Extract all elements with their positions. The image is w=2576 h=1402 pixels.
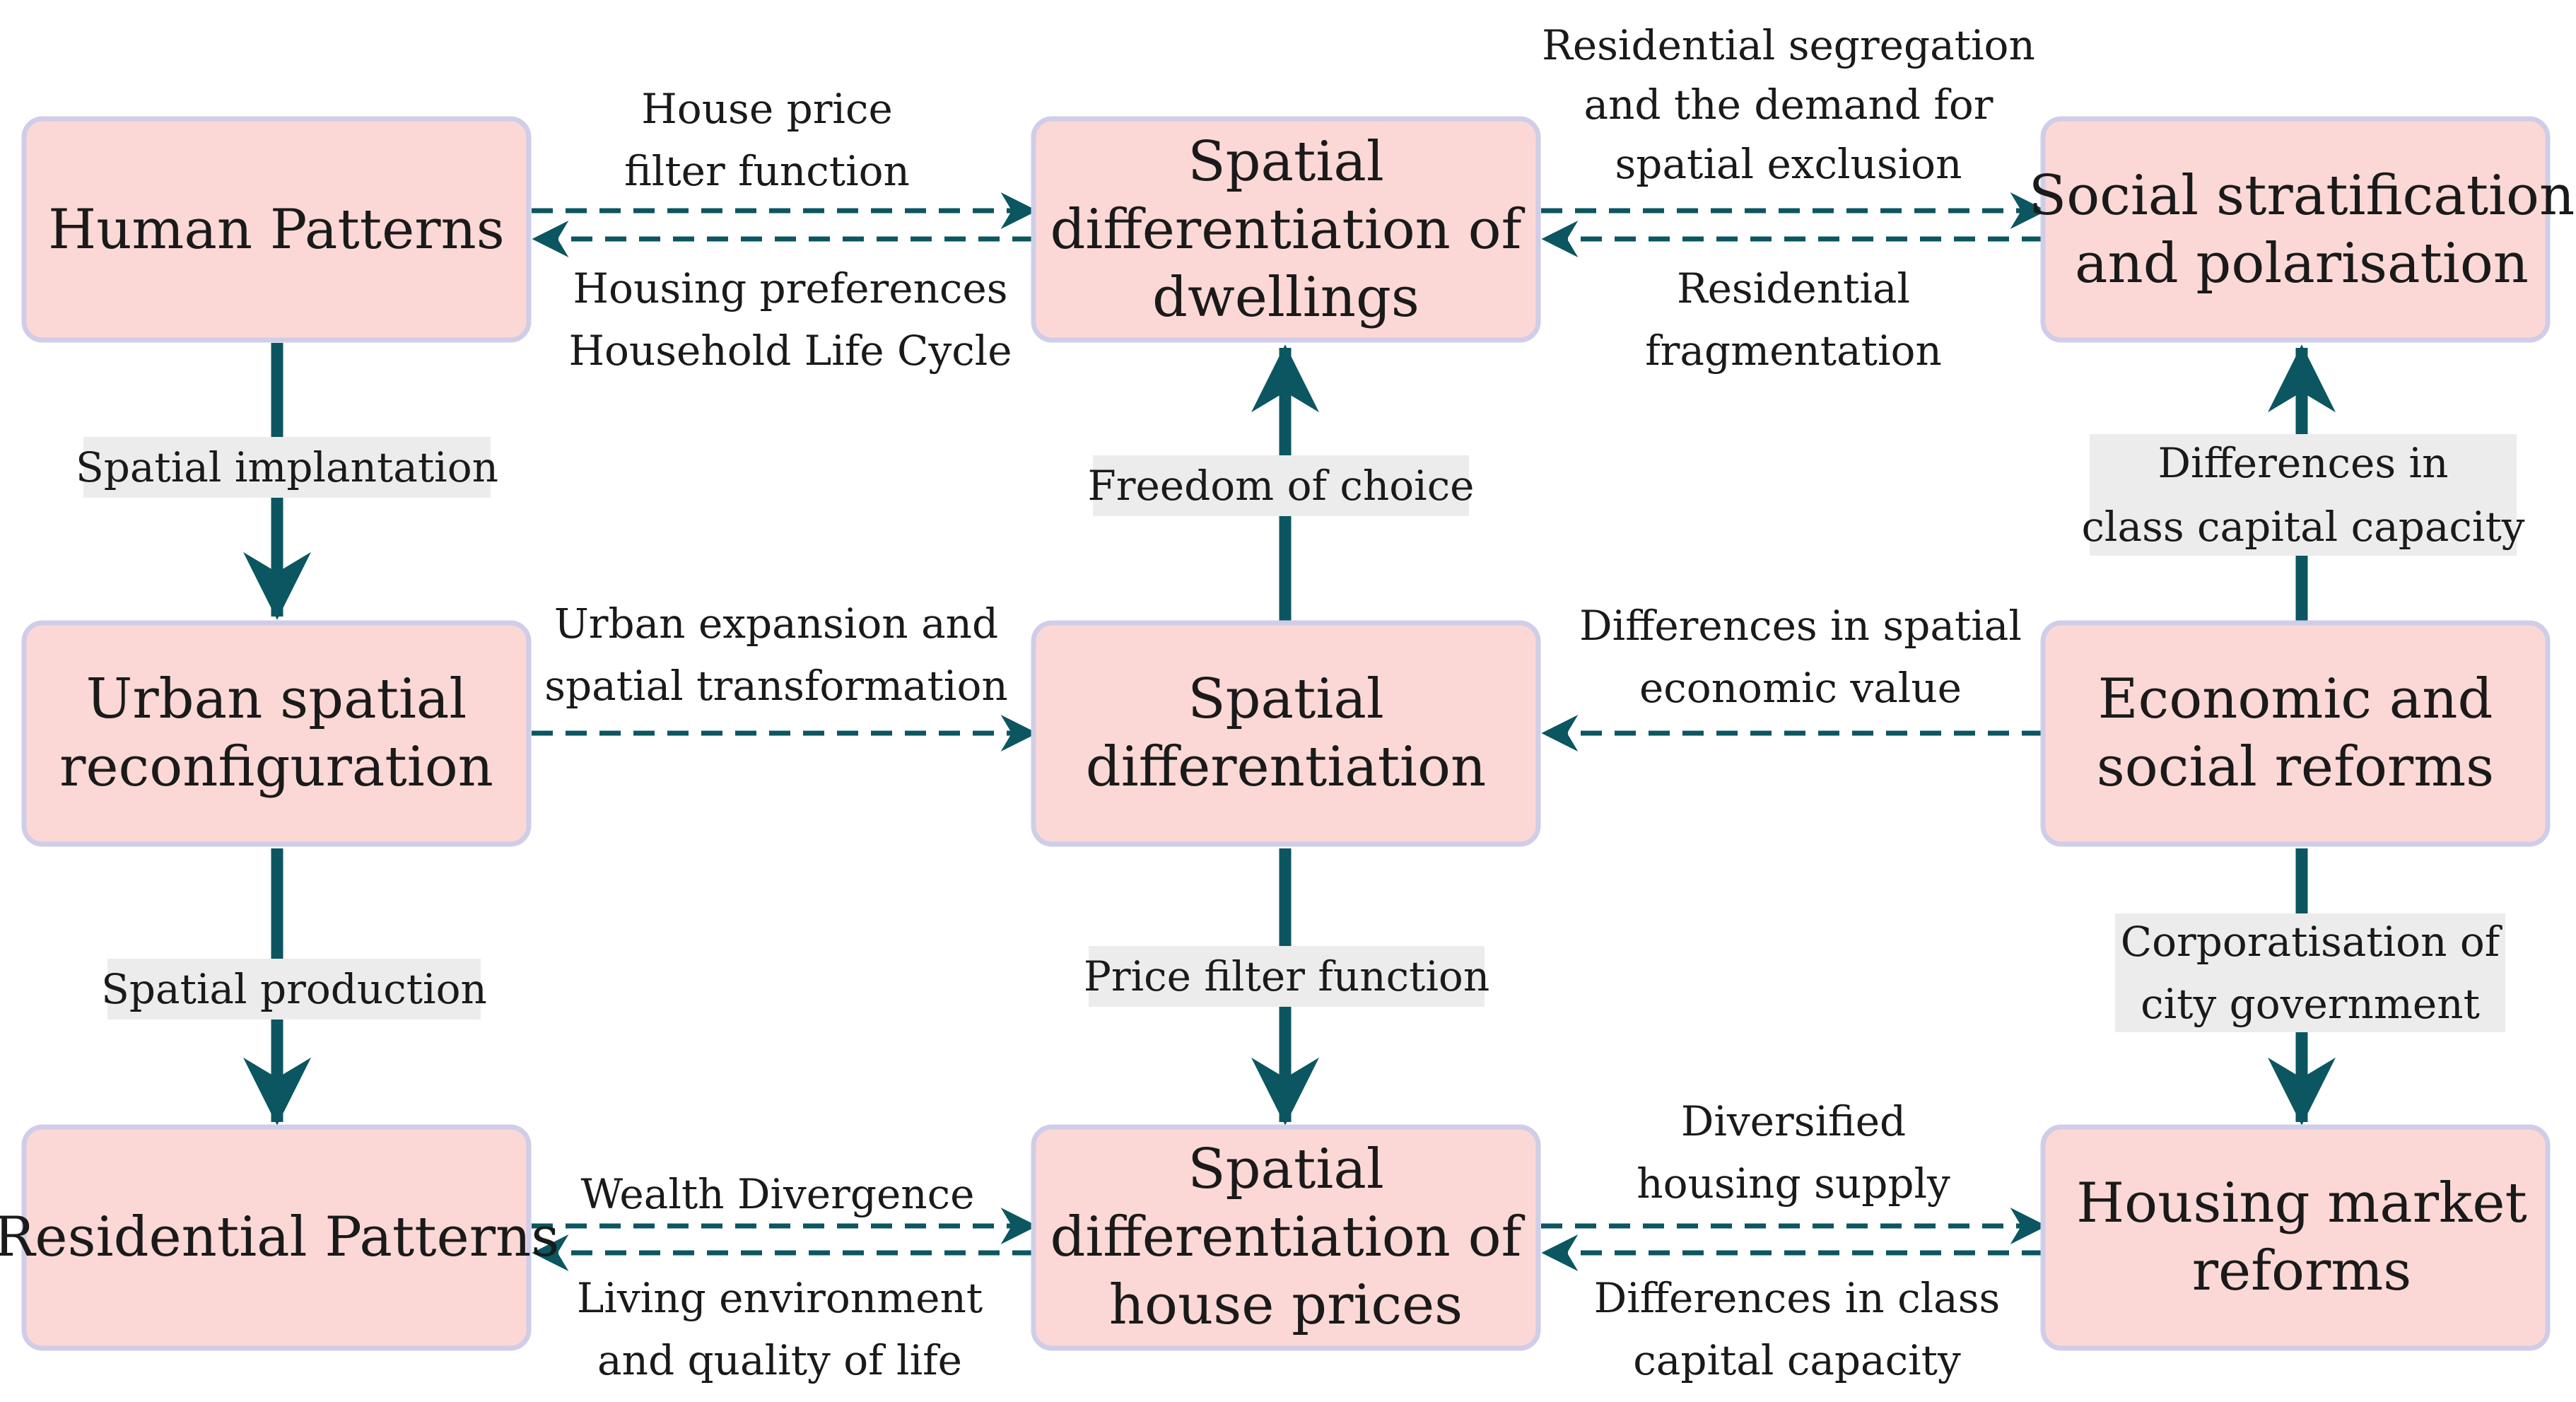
label-residential-fragmentation-line-2: fragmentation <box>1645 327 1942 375</box>
label-diversified-housing-supply-line-1: Diversified <box>1681 1097 1906 1145</box>
label-backgrounds <box>83 434 2517 1032</box>
label-residential-segregation-line-1: Residential segregation <box>1542 21 2035 69</box>
label-wealth-divergence: Wealth Divergence <box>581 1170 975 1218</box>
node-spatial-differentiation-of-dwellings-label-line-3: dwellings <box>1152 266 1419 329</box>
label-corporatisation-of-city-government-line-1: Corporatisation of <box>2121 918 2502 966</box>
label-urban-expansion: Urban expansion and spatial transformatio… <box>544 600 1007 710</box>
node-human-patterns-label-line-1: Human Patterns <box>48 198 505 262</box>
node-urban-spatial-reconfiguration-label-line-2: reconfiguration <box>59 735 493 799</box>
price-filter-function-label-bg <box>1089 946 1485 1007</box>
node-residential-patterns <box>21 1124 532 1351</box>
node-spatial-differentiation-of-dwellings-label-line-1: Spatial <box>1188 130 1384 194</box>
freedom-of-choice-label-bg <box>1093 455 1469 516</box>
label-diversified-housing-supply-line-2: housing supply <box>1637 1159 1950 1208</box>
spatial-implantation-label-bg <box>83 437 491 498</box>
node-spatial-differentiation-of-house-prices <box>1031 1124 1541 1351</box>
label-differences-in-class-capital-capacity-line-2: class capital capacity <box>2081 503 2524 551</box>
node-economic-and-social-reforms <box>2040 620 2551 847</box>
label-living-environment-line-2: and quality of life <box>597 1336 962 1384</box>
node-human-patterns-label: Human Patterns <box>48 198 505 262</box>
label-house-price-filter-function-line-1: House price <box>641 85 893 133</box>
label-spatial-implantation-line-1: Spatial implantation <box>76 443 498 491</box>
node-urban-spatial-reconfiguration-label-line-1: Urban spatial <box>86 667 467 731</box>
label-urban-expansion-line-1: Urban expansion and <box>554 600 998 648</box>
node-economic-and-social-reforms-label-line-2: social reforms <box>2097 735 2494 799</box>
node-human-patterns <box>21 116 532 343</box>
label-differences-in-spatial-economic-value-line-1: Differences in spatial <box>1579 602 2022 650</box>
edge-labels: House price filter function Housing prefe… <box>76 21 2525 1384</box>
label-spatial-implantation: Spatial implantation <box>76 443 498 491</box>
label-differences-in-class-capital-capacity-bottom-line-2: capital capacity <box>1633 1336 1961 1384</box>
label-differences-in-class-capital-capacity-bottom-line-1: Differences in class <box>1594 1274 2000 1322</box>
label-differences-in-class-capital-capacity-bottom: Differences in class capital capacity <box>1594 1274 2000 1384</box>
dashed-arrows <box>532 192 2047 1271</box>
label-house-price-filter-function-line-2: filter function <box>624 147 910 195</box>
label-diversified-housing-supply: Diversified housing supply <box>1637 1097 1950 1208</box>
node-social-stratification-label-line-1: Social stratification <box>2029 164 2575 228</box>
label-wealth-divergence-line-1: Wealth Divergence <box>581 1170 975 1218</box>
label-corporatisation-of-city-government: Corporatisation of city government <box>2121 918 2502 1028</box>
label-freedom-of-choice-line-1: Freedom of choice <box>1087 462 1474 510</box>
label-differences-in-spatial-economic-value: Differences in spatial economic value <box>1579 602 2022 712</box>
spatial-production-label-bg <box>107 959 481 1020</box>
label-residential-fragmentation-line-1: Residential <box>1677 264 1910 312</box>
node-residential-patterns-label-line-1: Residential Patterns <box>0 1205 559 1269</box>
node-social-stratification <box>2040 116 2551 343</box>
label-spatial-production-line-1: Spatial production <box>101 965 487 1013</box>
label-residential-segregation-line-2: and the demand for <box>1584 81 1994 129</box>
label-residential-segregation-line-3: spatial exclusion <box>1615 140 1962 188</box>
label-spatial-production: Spatial production <box>101 965 487 1013</box>
node-urban-spatial-reconfiguration <box>21 620 532 847</box>
label-living-environment-line-1: Living environment <box>577 1274 983 1322</box>
node-spatial-differentiation-of-house-prices-label-line-3: house prices <box>1109 1273 1463 1337</box>
label-house-price-filter-function: House price filter function <box>624 85 910 195</box>
node-spatial-differentiation-label-line-2: differentiation <box>1086 735 1486 799</box>
label-housing-preferences-line-2: Household Life Cycle <box>568 327 1012 375</box>
label-differences-in-class-capital-capacity: Differences in class capital capacity <box>2081 439 2524 551</box>
node-housing-market-reforms-label-line-1: Housing market <box>2076 1172 2527 1235</box>
corporatisation-label-bg <box>2115 913 2505 1032</box>
label-differences-in-spatial-economic-value-line-2: economic value <box>1639 664 1962 712</box>
label-price-filter-function-line-1: Price filter function <box>1084 952 1489 1000</box>
node-economic-and-social-reforms-label-line-1: Economic and <box>2098 667 2493 731</box>
node-social-stratification-label-line-2: and polarisation <box>2075 232 2529 296</box>
label-living-environment: Living environment and quality of life <box>577 1274 983 1384</box>
node-housing-market-reforms-label-line-2: reforms <box>2192 1239 2412 1303</box>
node-spatial-differentiation <box>1031 620 1541 847</box>
label-corporatisation-of-city-government-line-2: city government <box>2141 980 2480 1028</box>
node-spatial-differentiation-of-house-prices-label-line-1: Spatial <box>1188 1138 1384 1201</box>
class-capital-label-bg <box>2090 434 2517 556</box>
label-urban-expansion-line-2: spatial transformation <box>544 662 1007 710</box>
label-residential-segregation: Residential segregation and the demand fo… <box>1542 21 2035 188</box>
node-spatial-differentiation-of-dwellings <box>1031 116 1541 343</box>
label-housing-preferences-line-1: Housing preferences <box>573 264 1007 312</box>
label-residential-fragmentation: Residential fragmentation <box>1645 264 1942 375</box>
label-freedom-of-choice: Freedom of choice <box>1087 462 1474 510</box>
node-spatial-differentiation-label-line-1: Spatial <box>1188 667 1384 731</box>
node-spatial-differentiation-of-dwellings-label-line-2: differentiation of <box>1050 198 1525 262</box>
node-housing-market-reforms <box>2040 1124 2551 1351</box>
label-differences-in-class-capital-capacity-line-1: Differences in <box>2158 439 2449 487</box>
node-spatial-differentiation-of-house-prices-label-line-2: differentiation of <box>1050 1205 1525 1269</box>
label-price-filter-function: Price filter function <box>1084 952 1489 1000</box>
node-residential-patterns-label: Residential Patterns <box>0 1205 559 1269</box>
